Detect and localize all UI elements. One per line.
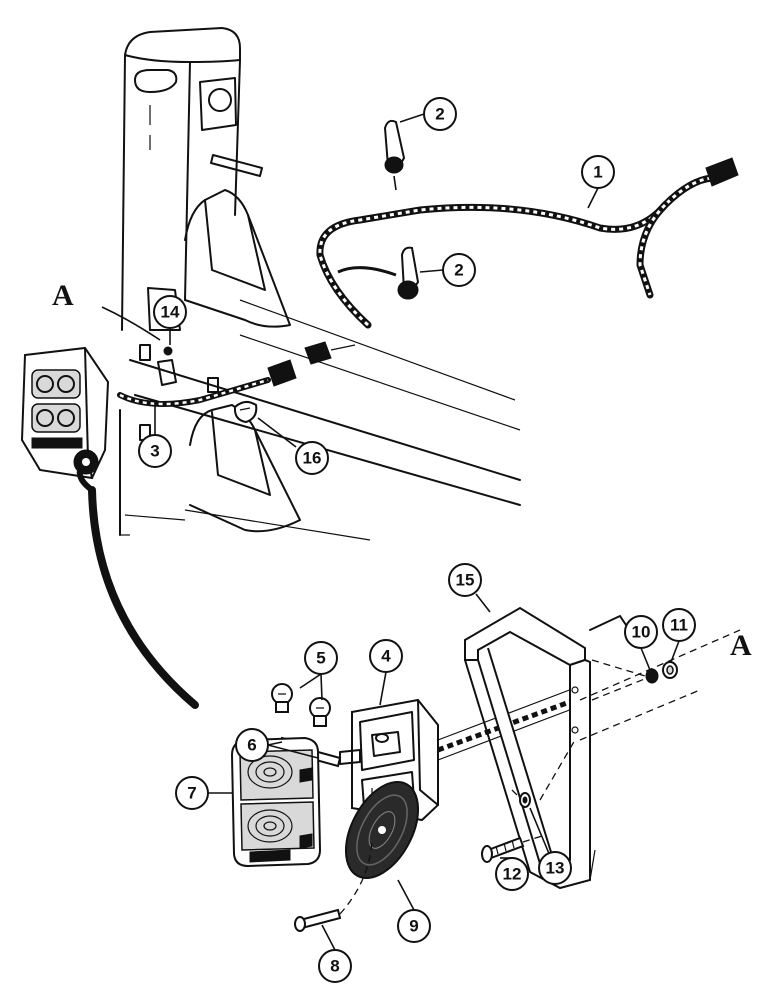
assembly-arrow [76, 306, 199, 709]
svg-text:9: 9 [409, 917, 418, 936]
svg-text:7: 7 [187, 784, 196, 803]
harness-clip [233, 401, 258, 424]
svg-text:1: 1 [593, 163, 602, 182]
svg-text:11: 11 [670, 616, 688, 635]
lamp-lens [230, 736, 322, 868]
svg-text:2: 2 [435, 105, 444, 124]
clamp-upper [383, 119, 406, 191]
frame-post [119, 27, 521, 541]
callout-4: 4 [369, 639, 403, 673]
callout-8: 8 [318, 949, 352, 983]
svg-text:16: 16 [303, 449, 322, 468]
section-mark-left: A [52, 279, 74, 312]
callout-2-upper: 2 [423, 97, 457, 131]
svg-text:12: 12 [503, 865, 522, 884]
svg-text:3: 3 [150, 442, 159, 461]
callout-9: 9 [397, 909, 431, 943]
alignment-lines [511, 629, 741, 801]
callout-3: 3 [138, 434, 172, 468]
callout-15: 15 [448, 563, 482, 597]
callout-5: 5 [304, 641, 338, 675]
assembled-lamp [20, 346, 110, 480]
callout-7: 7 [175, 776, 209, 810]
callout-16: 16 [295, 441, 329, 475]
bulbs [271, 683, 331, 727]
nut-11 [662, 661, 678, 679]
callout-6: 6 [235, 728, 269, 762]
callout-2-lower: 2 [442, 253, 476, 287]
callout-14: 14 [153, 295, 187, 329]
svg-text:5: 5 [316, 649, 325, 668]
svg-text:8: 8 [330, 957, 339, 976]
svg-text:4: 4 [381, 647, 391, 666]
svg-text:14: 14 [161, 303, 180, 322]
svg-text:15: 15 [456, 571, 475, 590]
clamp-lower [337, 246, 420, 300]
svg-text:13: 13 [546, 859, 565, 878]
callout-13: 13 [538, 851, 572, 885]
svg-text:6: 6 [247, 736, 256, 755]
svg-text:2: 2 [454, 261, 463, 280]
callout-12: 12 [495, 857, 529, 891]
callout-10: 10 [624, 615, 658, 649]
screw-lens [294, 839, 373, 932]
callout-1: 1 [581, 155, 615, 189]
svg-text:10: 10 [632, 623, 651, 642]
section-mark-right: A [730, 629, 752, 662]
reflector [344, 780, 420, 880]
callout-11: 11 [662, 608, 696, 642]
screw-bracket [481, 834, 546, 863]
washer-13 [519, 792, 531, 808]
wire-harness [117, 157, 739, 407]
